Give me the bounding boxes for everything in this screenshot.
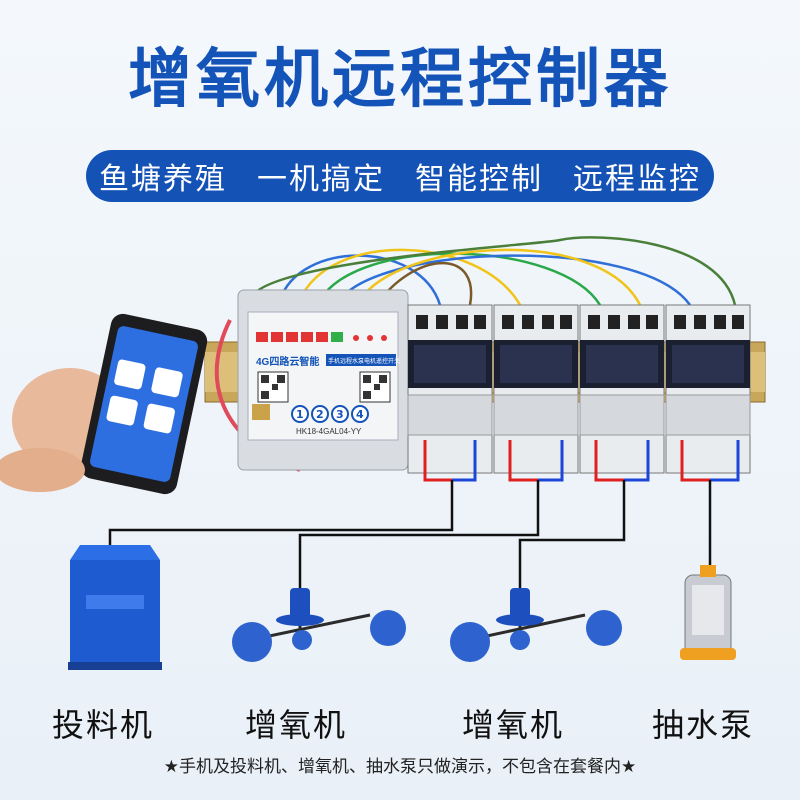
page-title: 增氧机远程控制器 [128,43,672,117]
channel-buttons: 1 2 3 4 [291,405,369,423]
water-pump-icon [680,565,736,660]
controller-module: 4G四路云智能 手机远程水泵电机遥控开关 1 2 3 4 HK18-4GAL04… [237,289,409,471]
aerator-1-icon [232,588,406,662]
banner-item-1: 鱼塘养殖 [99,162,227,197]
disclaimer-footnote: ★手机及投料机、增氧机、抽水泵只做演示，不包含在套餐内★ [163,757,637,777]
banner-item-2: 一机搞定 [257,162,385,197]
device-label-water-pump: 抽水泵 [652,706,755,744]
controller-model: HK18-4GAL04-YY [296,427,362,436]
controller-brand: 4G四路云智能 [256,355,319,368]
qr-code-right [359,371,391,403]
feeder-machine-icon [68,545,162,670]
channel-button-3[interactable]: 3 [336,408,344,421]
qr-code-left [257,371,289,403]
device-label-feeder: 投料机 [52,706,155,744]
banner-item-4: 远程监控 [573,162,701,197]
banner-item-3: 智能控制 [415,162,543,197]
channel-button-1[interactable]: 1 [296,408,304,421]
feature-banner: 鱼塘养殖 一机搞定 智能控制 远程监控 [86,150,714,202]
device-label-aerator-1: 增氧机 [245,706,348,744]
aerator-2-icon [450,588,622,662]
device-label-aerator-2: 增氧机 [462,706,565,744]
smartphone-icon [0,313,208,495]
control-wires [214,236,737,472]
channel-button-2[interactable]: 2 [316,408,324,421]
output-loops [423,440,740,482]
indicator-leds [256,332,387,342]
contactors [407,304,751,474]
antenna-connector [252,404,270,420]
device-cables [108,480,712,590]
wiring-diagram: 4G四路云智能 手机远程水泵电机遥控开关 1 2 3 4 HK18-4GAL04… [0,236,766,670]
controller-subtitle: 手机远程水泵电机遥控开关 [328,357,400,365]
channel-button-4[interactable]: 4 [356,408,364,421]
